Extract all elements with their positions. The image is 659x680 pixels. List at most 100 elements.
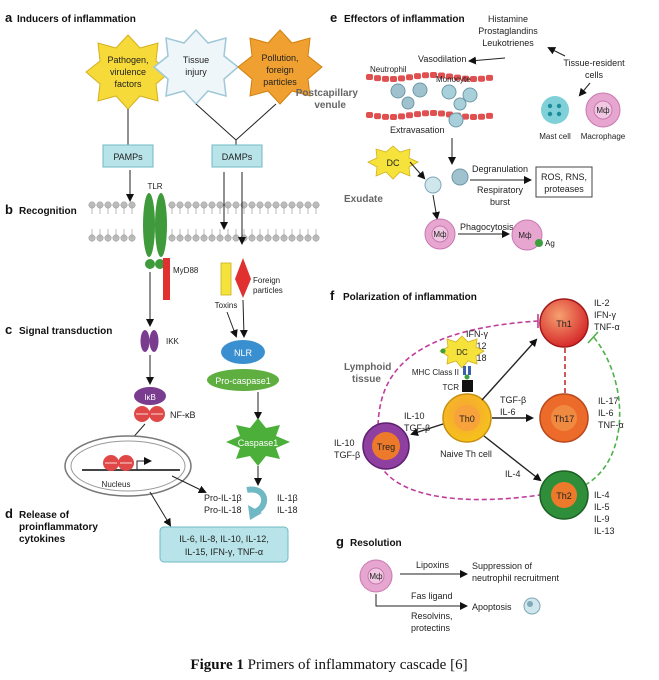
panel-d-header: d Release of proinflammatory cytokines (5, 506, 98, 545)
svg-text:Lymphoid: Lymphoid (344, 362, 391, 373)
endothelial-cell (406, 112, 413, 119)
myd88-label: MyD88 (173, 266, 199, 275)
svg-text:TNF-α: TNF-α (598, 420, 624, 430)
extravasation-label: Extravasation (390, 125, 445, 135)
mast-cell: Mast cell (539, 96, 571, 141)
svg-text:IL-17: IL-17 (598, 396, 619, 406)
panel-a-title: Inducers of inflammation (17, 14, 136, 25)
endothelial-cell (390, 75, 397, 82)
naive-th-label: Naive Th cell (440, 449, 492, 459)
th1-cell: Th1 (539, 298, 589, 348)
svg-text:Resolvins,: Resolvins, (411, 611, 453, 621)
ag-label: Ag (545, 239, 555, 248)
svg-text:TNF-α: TNF-α (594, 322, 620, 332)
macrophage-mphi: Mф (596, 106, 610, 115)
panel-d-title-3: cytokines (19, 534, 66, 545)
th2-label: Th2 (556, 491, 572, 501)
cleavage-arrowhead (248, 505, 262, 520)
pro-il-labels: Pro-IL-1β Pro-IL-18 (204, 493, 242, 515)
pollution-burst: Pollution, foreign particles (237, 29, 323, 105)
panel-f-header: f Polarization of inflammation (330, 288, 477, 303)
endothelial-cell (422, 110, 429, 117)
mediators: Histamine Prostaglandins Leukotrienes (478, 14, 538, 48)
caspase-label: Caspase1 (238, 438, 279, 448)
exudate-macrophage: Mф (424, 218, 456, 250)
pamps-box: PAMPs (102, 144, 154, 168)
endothelial-cell (446, 73, 453, 80)
pathogen-label-3: factors (114, 79, 142, 89)
panel-b-header: b Recognition (5, 202, 77, 217)
endothelial-cell (422, 72, 429, 79)
mature-il-labels: IL-1β IL-18 (277, 493, 298, 515)
dc-burst-f: DC (439, 335, 485, 369)
panel-d-title-2: proinflammatory (19, 522, 98, 533)
endothelial-cell (430, 72, 437, 79)
phagocyte-with-antigen: Mф Ag (511, 219, 555, 251)
pollution-label-1: Pollution, (261, 53, 298, 63)
histamine: Histamine (488, 14, 528, 24)
svg-text:IL-4: IL-4 (594, 490, 610, 500)
inducer-connectors (127, 103, 277, 145)
endothelial-cell (398, 75, 405, 82)
th1-label: Th1 (556, 319, 572, 329)
prostaglandins: Prostaglandins (478, 26, 538, 36)
ikk-label: IKK (166, 337, 180, 346)
ikb-nfkb-complex: IκB NF-κB (134, 387, 196, 422)
panel-e-header: e Effectors of inflammation (330, 10, 465, 25)
pollution-label-2: foreign (266, 65, 294, 75)
panel-b-letter: b (5, 202, 13, 217)
toxins-label: Toxins (215, 301, 238, 310)
panel-e-letter: e (330, 10, 337, 25)
panel-c-header: c Signal transduction (5, 322, 112, 337)
tissue-injury-burst: Tissue injury (152, 28, 240, 106)
mediators-arrow (468, 56, 506, 65)
panel-d-title-1: Release of (19, 510, 70, 521)
panel-c-title: Signal transduction (19, 326, 112, 337)
endothelial-cell (406, 74, 413, 81)
monocyte-label: Monocyte (436, 75, 471, 84)
svg-text:IL-10: IL-10 (404, 411, 425, 421)
mhc-tcr: MHC Class II TCR (412, 366, 473, 392)
vessel-cells: Neutrophil Monocyte (370, 65, 478, 128)
svg-text:Tissue-resident: Tissue-resident (563, 58, 625, 68)
endothelial-cell (430, 110, 437, 117)
il18: IL-18 (277, 505, 298, 515)
svg-text:TGF-β: TGF-β (500, 395, 526, 405)
svg-text:IL-6: IL-6 (598, 408, 614, 418)
mast-cell-label: Mast cell (539, 132, 571, 141)
pathogen-label-1: Pathogen, (107, 55, 148, 65)
tcr-label: TCR (443, 383, 460, 392)
panel-c-letter: c (5, 322, 12, 337)
th0-label: Th0 (459, 414, 475, 424)
treg-cell: Treg (362, 422, 410, 470)
il1b: IL-1β (277, 493, 298, 503)
resolvins-label: Resolvins, protectins (411, 611, 453, 633)
damps-box: DAMPs (211, 144, 263, 168)
effector-cells (424, 168, 469, 194)
treg-inputs: IL-10 TGF-β (404, 411, 430, 433)
macrophage-label: Macrophage (581, 132, 626, 141)
endothelial-cell (478, 113, 485, 120)
leukotrienes: Leukotrienes (482, 38, 534, 48)
ikk: IKK (140, 330, 180, 352)
endothelial-cell (478, 75, 485, 82)
svg-text:TGF-β: TGF-β (334, 450, 360, 460)
endothelial-cell (374, 113, 381, 120)
svg-text:venule: venule (314, 100, 346, 111)
cytokine-line-2: IL-15, IFN-γ, TNF-α (185, 547, 263, 557)
resident-mediators-arrow (547, 47, 566, 57)
svg-text:IFN-γ: IFN-γ (594, 310, 616, 320)
dc-arrow (409, 161, 426, 180)
svg-text:IL-13: IL-13 (594, 526, 615, 536)
damps-label: DAMPs (222, 152, 253, 162)
exudate-label: Exudate (344, 194, 383, 205)
caption-text: Primers of inflammatory cascade [6] (244, 657, 468, 673)
panel-a-letter: a (5, 10, 13, 25)
toxin-arrows (226, 299, 248, 338)
endothelial-cell (486, 74, 493, 81)
nlr-label: NLR (234, 348, 253, 358)
apoptotic-cell (523, 597, 541, 615)
exudate-mphi: Mф (433, 230, 447, 239)
panel-g-header: g Resolution (336, 534, 402, 549)
